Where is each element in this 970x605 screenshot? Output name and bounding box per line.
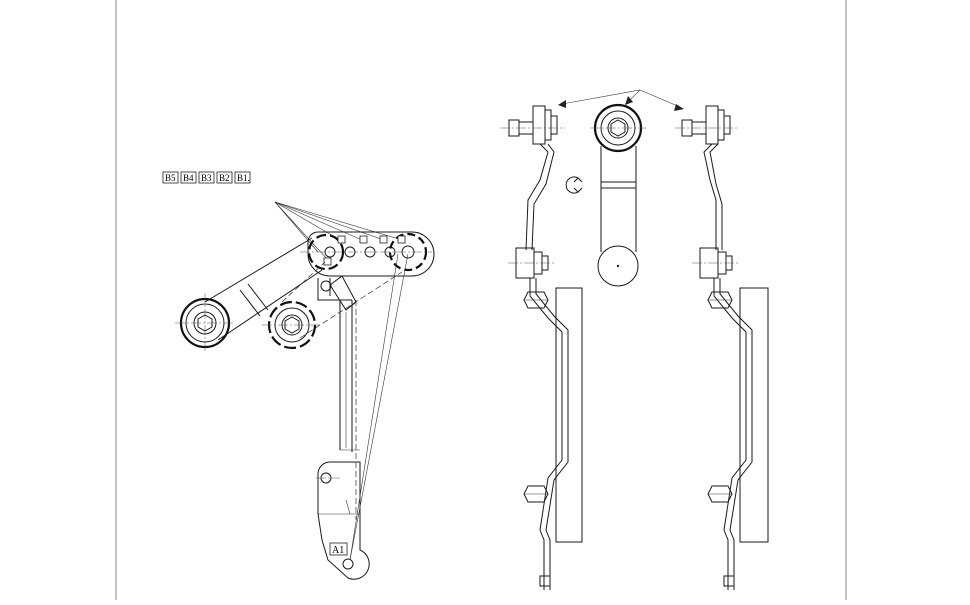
tag-box-b3 [198,171,215,184]
angled-arm [204,237,323,341]
tag-b3: B3 [201,173,212,183]
marker-4 [397,235,406,244]
arrow-head-left [558,100,566,108]
vertical-post [317,275,360,520]
left-view-linkage: B5 B4 B3 B2 B1. [162,171,435,580]
right-bracket-assembly [675,105,769,590]
sheet-frame [115,0,847,600]
right-view-assembly [500,89,769,590]
bottom-bracket: A1 [316,461,370,580]
marker-5 [323,257,332,266]
alternate-position [262,261,403,350]
left-bracket-assembly [500,105,583,590]
marker-1 [337,235,346,244]
tag-box-b5 [162,171,179,184]
tag-b1: B1. [237,173,250,183]
top-plate [300,231,435,277]
marker-2 [359,235,368,244]
center-rotating-arm [565,103,646,287]
rotation-arrow-icon [565,176,579,194]
tag-box-b2 [216,171,233,184]
tag-box-a1 [329,542,348,556]
tag-box-b4 [180,171,197,184]
top-leader-arrows [558,89,684,111]
tag-b2: B2 [219,173,230,183]
left-roller [175,293,235,353]
tag-b4: B4 [183,173,194,183]
tag-box-b1 [234,171,251,184]
b-tag-group: B5 B4 B3 B2 B1. [162,171,251,184]
leader-lines-b [274,201,403,261]
marker-3 [379,235,388,244]
leader-lines-a [349,253,409,561]
arrow-head-right [674,104,684,111]
tag-b5: B5 [165,173,176,183]
arrow-head-center [625,96,633,105]
tag-a1: A1 [332,545,344,556]
